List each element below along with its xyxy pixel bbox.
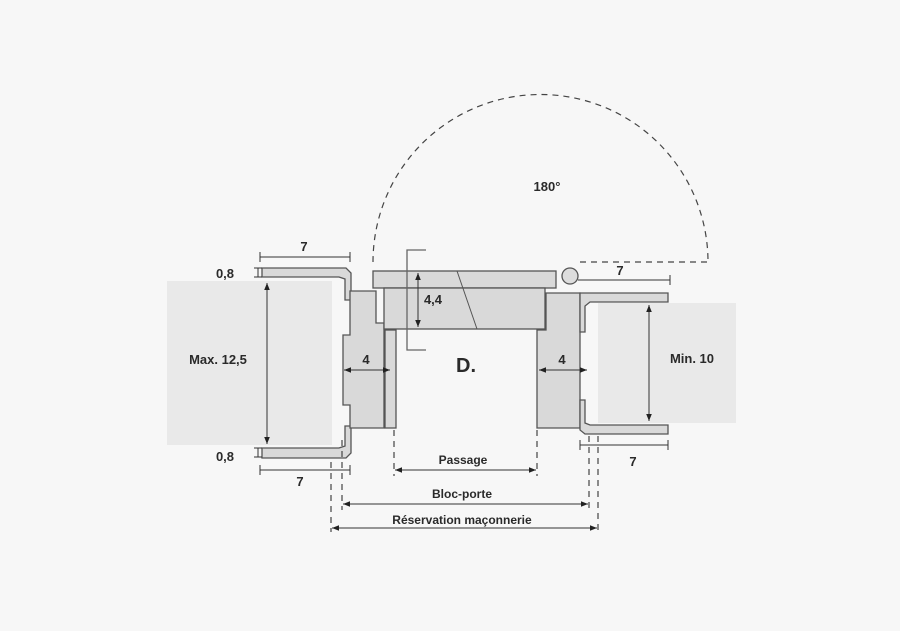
break-line <box>456 270 478 330</box>
dimension-lines <box>254 252 671 531</box>
right-casing-bottom <box>579 399 669 435</box>
door-handle <box>406 249 426 351</box>
angle-label: 180° <box>534 179 561 194</box>
extension-lines <box>330 430 599 532</box>
bloc-porte-label: Bloc-porte <box>432 487 492 501</box>
left-casing-top <box>261 267 352 301</box>
left-casing-top-width: 7 <box>300 239 307 254</box>
left-jamb-depth: 4 <box>362 352 370 367</box>
swing-arc <box>372 93 709 263</box>
right-casing-top-width: 7 <box>616 263 623 278</box>
right-casing-bottom-width: 7 <box>629 454 636 469</box>
right-casing-top <box>579 292 669 333</box>
right-jamb-depth: 4 <box>558 352 566 367</box>
left-wall <box>167 281 332 445</box>
left-jamb <box>342 290 385 429</box>
left-casing-bottom-width: 7 <box>296 474 303 489</box>
left-casing-bottom-thickness: 0,8 <box>216 449 234 464</box>
left-wall-label: Max. 12,5 <box>189 352 247 367</box>
door-thickness: 4,4 <box>424 292 443 307</box>
door-leaf-top <box>372 270 557 289</box>
reservation-label: Réservation maçonnerie <box>392 513 532 527</box>
right-wall-label: Min. 10 <box>670 351 714 366</box>
left-jamb-stop <box>384 329 397 429</box>
hinge-icon <box>561 267 579 285</box>
door-leaf <box>383 287 546 330</box>
passage-label: Passage <box>439 453 488 467</box>
left-casing-top-thickness: 0,8 <box>216 266 234 281</box>
right-wall <box>598 303 736 423</box>
door-type-label: D. <box>456 355 476 377</box>
